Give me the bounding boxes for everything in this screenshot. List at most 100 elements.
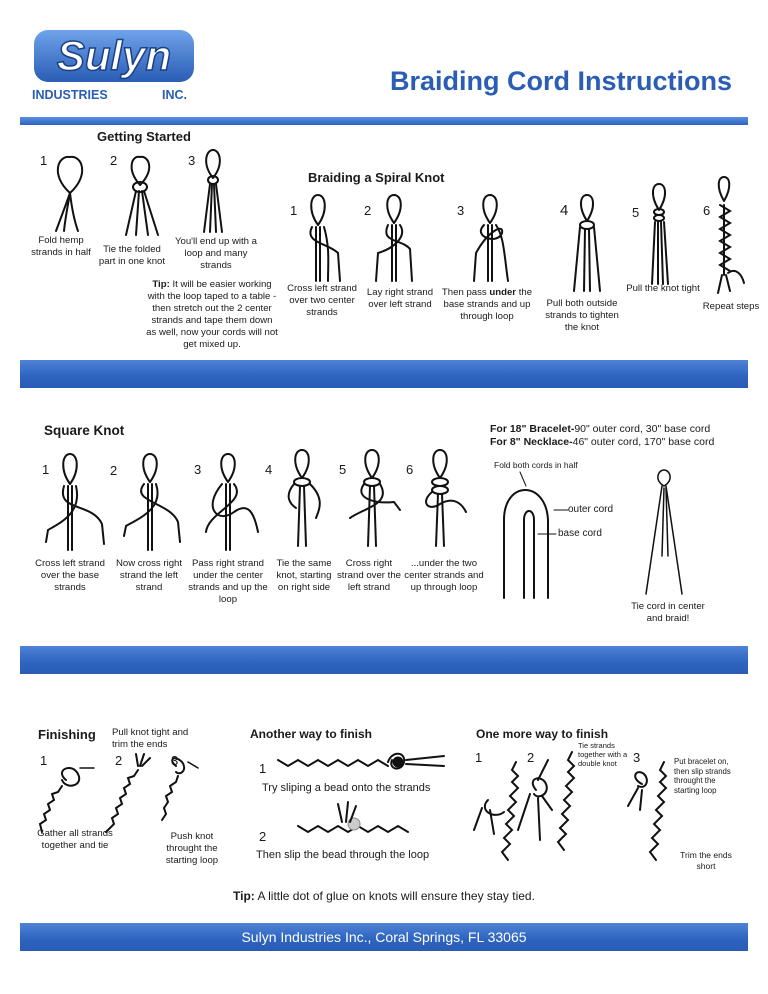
square-step-5-caption: Cross right strand over the left strand — [337, 558, 401, 593]
bracelet-size-label: For 18" Bracelet- — [490, 423, 575, 435]
square-step-6-number: 6 — [406, 462, 414, 477]
fold-label: Fold both cords in half — [494, 460, 578, 470]
square-step-4-number: 4 — [265, 462, 273, 477]
spiral-heading: Braiding a Spiral Knot — [308, 170, 445, 185]
section-divider-1 — [20, 360, 748, 388]
finishing-step-2-note: Pull knot tight and trim the ends — [112, 727, 189, 750]
spiral-step-1-caption: Cross left strand over two center strand… — [287, 283, 357, 318]
finishing-step-3-number: 3 — [171, 753, 179, 768]
spiral-step-6-caption: Repeat steps — [702, 301, 760, 312]
bottom-tip-text: A little dot of glue on knots will ensur… — [254, 889, 535, 903]
bracelet-size: For 18" Bracelet-90" outer cord, 30" bas… — [490, 423, 710, 435]
bottom-tip-label: Tip: — [233, 889, 255, 903]
finishing-step-2-number: 2 — [115, 753, 123, 768]
spiral-step-1-illustration — [309, 193, 341, 282]
logo-industries: INDUSTRIES — [32, 88, 108, 102]
spiral-step-3-caption-c: the base strands and up through loop — [443, 287, 533, 322]
gs-step-3-number: 3 — [188, 153, 196, 168]
logo: Sulyn INDUSTRIES INC. — [30, 30, 198, 104]
necklace-size-label: For 8" Necklace- — [490, 436, 573, 448]
gs-step-1-illustration — [55, 155, 83, 232]
another-step-2-caption: Then slip the bead through the loop — [256, 849, 430, 861]
gs-step-2-caption: Tie the folded part in one knot — [98, 244, 166, 267]
bottom-tip: Tip: A little dot of glue on knots will … — [233, 889, 535, 903]
logo-inc: INC. — [162, 88, 187, 102]
square-step-2-number: 2 — [110, 463, 118, 478]
gs-tip-text: It will be easier working with the loop … — [146, 279, 278, 350]
spiral-step-3-caption-a: Then pass — [441, 287, 490, 298]
spiral-step-6-number: 6 — [703, 203, 711, 218]
another-step-2-illustration — [297, 801, 409, 834]
finishing-heading: Finishing — [38, 727, 96, 742]
finishing-step-3-caption: Push knot throught the starting loop — [165, 831, 219, 866]
spiral-step-1-number: 1 — [290, 203, 298, 218]
square-step-1-caption: Cross left strand over the base strands — [35, 558, 105, 593]
spiral-step-2-caption: Lay right strand over left strand — [366, 287, 434, 310]
tie-center-caption: Tie cord in center and braid! — [631, 601, 705, 624]
one-more-step-3-caption: Put bracelet on, then slip strands throu… — [674, 757, 731, 795]
necklace-size-value: 46" outer cord, 170" base cord — [572, 436, 715, 448]
square-heading: Square Knot — [44, 423, 125, 438]
square-step-2-caption: Now cross right strand the left strand — [115, 558, 183, 593]
one-more-step-2-number: 2 — [527, 750, 535, 765]
square-step-3-caption: Pass right strand under the center stran… — [188, 558, 268, 605]
square-step-4-caption: Tie the same knot, starting on right sid… — [276, 558, 332, 593]
gs-step-3-caption: You'll end up with a loop and many stran… — [174, 236, 258, 271]
spiral-step-5-illustration — [651, 182, 669, 285]
another-step-1-illustration — [277, 752, 445, 770]
finishing-step-1-caption: Gather all strands together and tie — [37, 828, 113, 851]
bracelet-size-value: 90" outer cord, 30" base cord — [574, 423, 711, 435]
finishing-step-1-illustration — [38, 766, 95, 833]
spiral-step-5-number: 5 — [632, 205, 640, 220]
spiral-step-3-number: 3 — [457, 203, 465, 218]
base-cord-label: base cord — [558, 528, 602, 539]
gs-step-2-illustration — [125, 155, 159, 236]
gs-tip: Tip: It will be easier working with the … — [146, 279, 278, 351]
footer-text: Sulyn Industries Inc., Coral Springs, FL… — [241, 929, 527, 945]
logo-name: Sulyn — [34, 30, 194, 82]
square-step-4-illustration — [287, 448, 321, 547]
finishing-step-1-number: 1 — [40, 753, 48, 768]
tie-center-illustration — [645, 469, 683, 595]
one-more-trim-caption: Trim the ends short — [680, 850, 732, 871]
spiral-step-5-caption: Pull the knot tight — [626, 283, 700, 294]
square-step-1-illustration — [45, 452, 105, 551]
section-divider-2 — [20, 646, 748, 674]
gs-step-2-number: 2 — [110, 153, 118, 168]
gs-step-1-number: 1 — [40, 153, 48, 168]
another-step-2-number: 2 — [259, 829, 267, 844]
one-more-step-3-illustration — [627, 761, 668, 861]
one-more-step-3-number: 3 — [633, 750, 641, 765]
spiral-step-4-number: 4 — [560, 202, 569, 219]
one-more-step-2-illustration — [517, 751, 576, 851]
spiral-step-6-illustration — [717, 175, 745, 294]
page-title: Braiding Cord Instructions — [390, 66, 733, 96]
fold-cords-illustration — [503, 471, 569, 599]
another-step-1-number: 1 — [259, 761, 267, 776]
one-more-step-2-caption: Tie strands together with a double knot — [578, 741, 628, 768]
square-step-3-illustration — [205, 452, 259, 551]
square-step-5-number: 5 — [339, 462, 347, 477]
gs-tip-label: Tip: — [152, 279, 170, 290]
spiral-step-3-caption: Then pass under the base strands and up … — [438, 287, 536, 323]
square-step-5-illustration — [349, 448, 401, 547]
spiral-step-2-illustration — [375, 193, 413, 282]
one-more-heading: One more way to finish — [476, 727, 609, 741]
outer-cord-label: outer cord — [568, 504, 614, 515]
square-step-3-number: 3 — [194, 462, 202, 477]
getting-started-heading: Getting Started — [97, 129, 191, 144]
square-step-6-illustration — [425, 448, 467, 547]
spiral-step-3-caption-b: under — [489, 287, 517, 298]
finishing-step-3-illustration — [161, 757, 199, 821]
spiral-step-4-caption: Pull both outside strands to tighten the… — [545, 298, 619, 333]
another-heading: Another way to finish — [250, 727, 373, 741]
square-step-2-illustration — [123, 452, 181, 551]
one-more-step-1-illustration — [473, 761, 520, 861]
one-more-step-1-number: 1 — [475, 750, 483, 765]
spiral-step-2-number: 2 — [364, 203, 372, 218]
header-rule — [20, 117, 748, 125]
square-step-6-caption: ...under the two center strands and up t… — [404, 558, 484, 593]
finishing-step-2-illustration — [105, 753, 151, 833]
necklace-size: For 8" Necklace-46" outer cord, 170" bas… — [490, 436, 714, 448]
spiral-step-3-illustration — [473, 193, 509, 282]
